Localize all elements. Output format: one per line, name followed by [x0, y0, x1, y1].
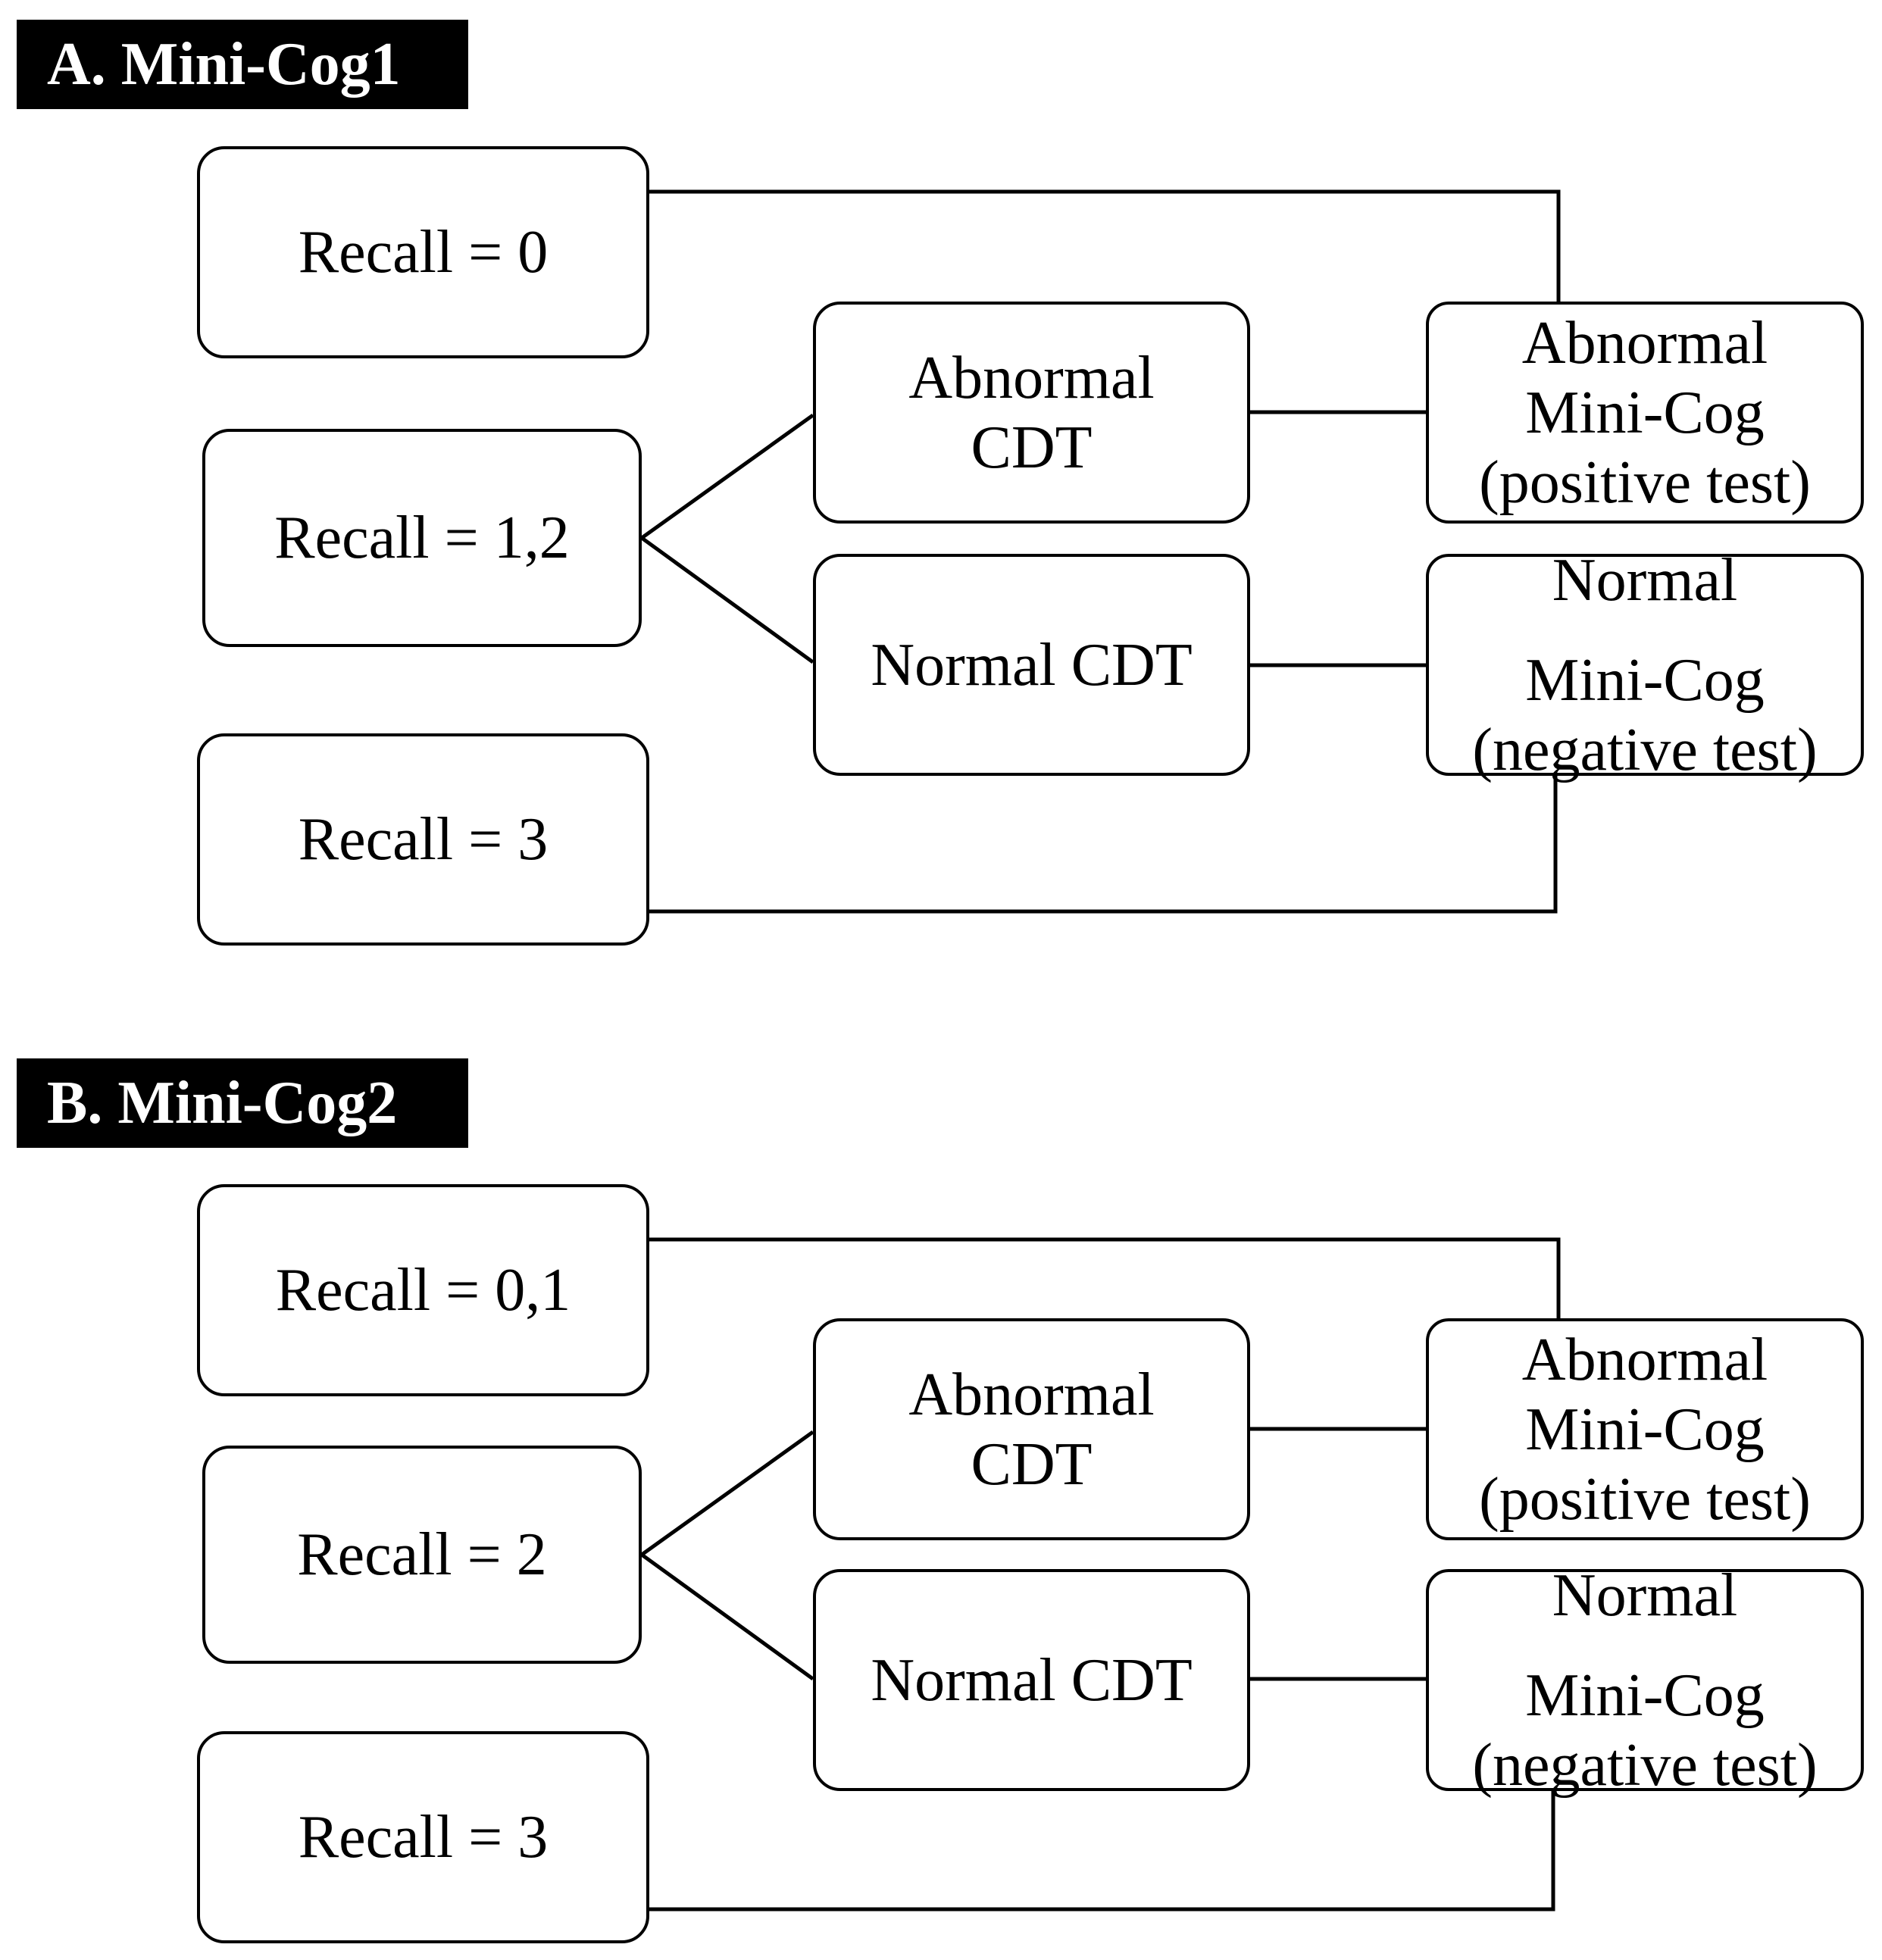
panel-b-normal-cdt-label: Normal CDT	[871, 1646, 1193, 1714]
connector-b-recall-mid-to-normal-cdt	[640, 1552, 814, 1681]
panel-b-normal-cdt-box: Normal CDT	[813, 1569, 1250, 1791]
connector-a-recall-mid-to-abnormal-cdt	[640, 413, 814, 540]
panel-a-recall-bot-label: Recall = 3	[298, 806, 549, 873]
panel-a-recall-mid-label: Recall = 1,2	[274, 505, 570, 571]
panel-a-positive-result-line3: (positive test)	[1479, 449, 1811, 516]
panel-a-title: A. Mini-Cog1	[17, 20, 468, 109]
panel-b-abnormal-cdt-line1: Abnormal	[908, 1361, 1155, 1428]
panel-b-negative-result-box: Normal Mini-Cog (negative test)	[1426, 1562, 1864, 1799]
panel-b-positive-result-line1: Abnormal	[1521, 1326, 1768, 1393]
panel-a-recall-top-label: Recall = 0	[298, 219, 549, 286]
panel-a-negative-result-line2: Mini-Cog	[1525, 646, 1765, 714]
panel-a-negative-result-box: Normal Mini-Cog (negative test)	[1426, 547, 1864, 783]
panel-a-recall-mid-box: Recall = 1,2	[202, 429, 642, 647]
connector-b-recall-mid-to-abnormal-cdt	[640, 1430, 814, 1557]
panel-b-negative-result-line2: Mini-Cog	[1525, 1661, 1765, 1729]
panel-a-abnormal-cdt-line1: Abnormal	[908, 344, 1155, 411]
connector-b-recall-top-to-positive	[649, 1237, 1561, 1318]
panel-a-positive-result-box: Abnormal Mini-Cog (positive test)	[1426, 302, 1864, 524]
panel-b-recall-mid-label: Recall = 2	[297, 1521, 547, 1588]
panel-b-abnormal-cdt-line2: CDT	[971, 1430, 1093, 1498]
panel-a-abnormal-cdt-box: Abnormal CDT	[813, 302, 1250, 524]
panel-a-positive-result-line2: Mini-Cog	[1525, 379, 1765, 446]
panel-a-abnormal-cdt-line2: CDT	[971, 414, 1093, 481]
panel-a-negative-result-line1: Normal	[1552, 546, 1738, 614]
panel-b-recall-top-label: Recall = 0,1	[275, 1257, 571, 1324]
panel-b-positive-result-line2: Mini-Cog	[1525, 1396, 1765, 1463]
panel-b-positive-result-box: Abnormal Mini-Cog (positive test)	[1426, 1318, 1864, 1540]
connector-b-recall-bot-to-negative	[649, 1790, 1555, 1912]
panel-b-positive-result-line3: (positive test)	[1479, 1465, 1811, 1533]
panel-a-recall-top-box: Recall = 0	[197, 146, 649, 358]
panel-b-abnormal-cdt-box: Abnormal CDT	[813, 1318, 1250, 1540]
panel-b-title: B. Mini-Cog2	[17, 1058, 468, 1148]
panel-a-normal-cdt-box: Normal CDT	[813, 554, 1250, 776]
panel-a-negative-result-line3: (negative test)	[1472, 716, 1818, 783]
panel-b-negative-result-line3: (negative test)	[1472, 1731, 1818, 1799]
panel-a-recall-bot-box: Recall = 3	[197, 733, 649, 946]
panel-b-recall-mid-box: Recall = 2	[202, 1446, 642, 1664]
panel-a-normal-cdt-label: Normal CDT	[871, 631, 1193, 699]
panel-b-negative-result-line1: Normal	[1552, 1561, 1738, 1629]
panel-b-recall-bot-label: Recall = 3	[298, 1804, 549, 1871]
connector-a-recall-mid-to-normal-cdt	[640, 536, 814, 664]
panel-b-recall-bot-box: Recall = 3	[197, 1731, 649, 1943]
panel-a-positive-result-line1: Abnormal	[1521, 309, 1768, 377]
connector-a-recall-bot-to-negative	[649, 774, 1558, 914]
connector-a-recall-top-to-positive	[649, 189, 1561, 302]
panel-b-recall-top-box: Recall = 0,1	[197, 1184, 649, 1396]
